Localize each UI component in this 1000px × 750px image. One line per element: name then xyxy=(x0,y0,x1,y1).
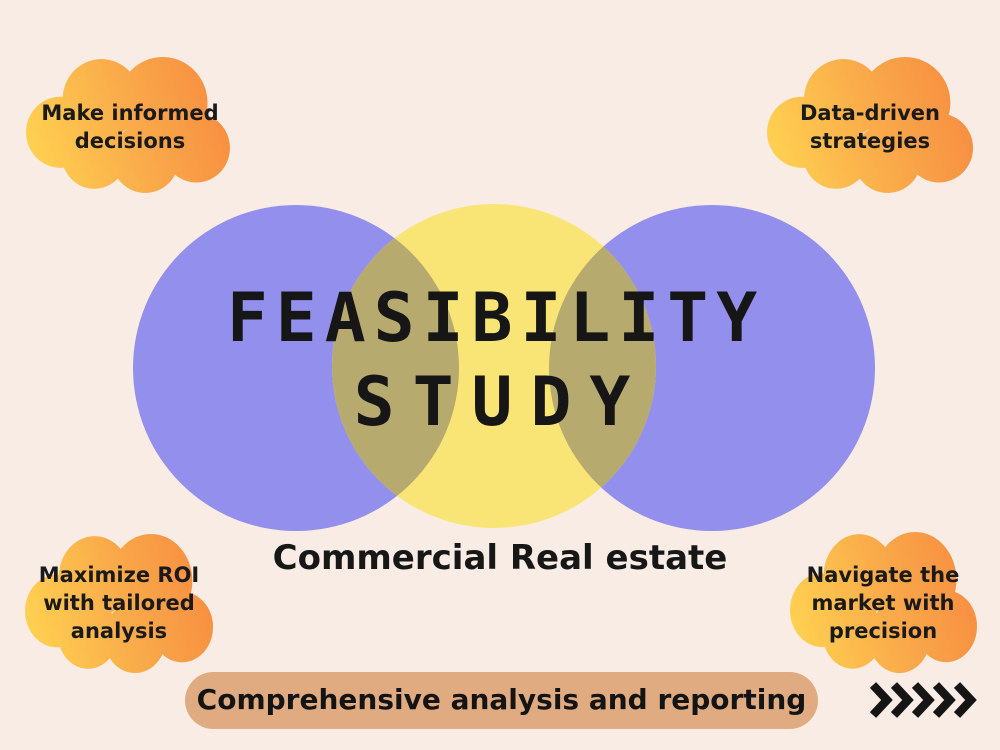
chevron-right-icon xyxy=(911,682,935,718)
cloud-text-line: decisions xyxy=(74,129,186,153)
cloud-text-line: Maximize ROI xyxy=(38,563,200,587)
chevron-right-icon xyxy=(869,682,893,718)
chevron-right-icon xyxy=(932,682,956,718)
cloud-text-line: Navigate the xyxy=(806,563,960,587)
cloud-text-line: precision xyxy=(828,619,938,643)
chevron-right-icon xyxy=(890,682,914,718)
cloud-text-bottom-right: Navigate the market with precision xyxy=(773,561,993,645)
cloud-text-line: strategies xyxy=(809,129,931,153)
page-title: FEASIBILITY STUDY xyxy=(0,277,984,445)
banner-label: Comprehensive analysis and reporting xyxy=(196,683,807,716)
cloud-text-line: with tailored xyxy=(43,591,195,615)
cloud-text-bottom-left: Maximize ROI with tailored analysis xyxy=(9,561,229,645)
cloud-text-line: market with xyxy=(811,591,955,615)
chevron-right-icon xyxy=(953,682,977,718)
cloud-text-line: analysis xyxy=(70,619,168,643)
venn-overlap-left xyxy=(332,205,459,528)
chevrons-icon xyxy=(869,682,977,718)
cloud-text-top-left: Make informed decisions xyxy=(20,99,240,155)
cloud-text-top-right: Data-driven strategies xyxy=(760,99,980,155)
cloud-text-line: Make informed xyxy=(41,101,219,125)
title-line-2: STUDY xyxy=(353,363,649,442)
banner-pill: Comprehensive analysis and reporting xyxy=(185,672,818,729)
cloud-text-line: Data-driven xyxy=(800,101,940,125)
venn-overlap-right xyxy=(549,205,656,528)
title-line-1: FEASIBILITY xyxy=(226,279,766,358)
subtitle: Commercial Real estate xyxy=(272,538,728,578)
